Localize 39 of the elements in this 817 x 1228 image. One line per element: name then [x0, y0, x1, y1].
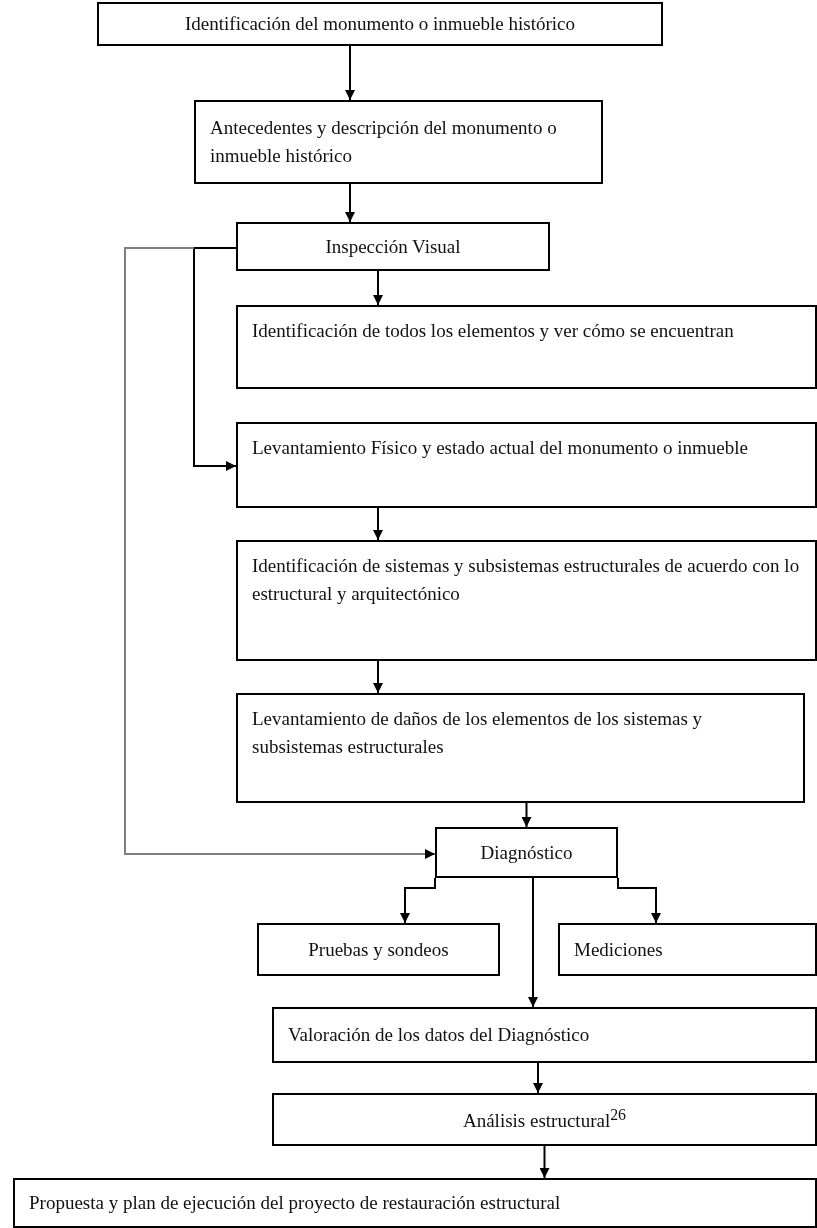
arrow — [193, 247, 237, 471]
step-text: Pruebas y sondeos — [308, 937, 449, 962]
step-text: Levantamiento Físico y estado actual del monumento o inmueble — [252, 437, 748, 458]
process-box — [97, 2, 663, 46]
process-box — [435, 827, 618, 878]
arrow — [373, 660, 383, 694]
process-box — [272, 1007, 817, 1063]
process-box — [558, 923, 817, 976]
process-box — [236, 422, 817, 508]
step-text: Inspección Visual — [325, 234, 461, 259]
step-text: Análisis estructural$^{26}$ — [462, 1105, 626, 1134]
arrow — [617, 877, 661, 924]
arrow — [528, 877, 538, 1008]
process-box — [236, 540, 817, 661]
arrow — [345, 45, 355, 101]
arrow — [539, 1145, 550, 1179]
process-box — [236, 693, 805, 803]
step-text: Diagnóstico — [480, 840, 573, 865]
step-text: Valoración de los datos del Diagnóstico — [288, 1023, 590, 1048]
arrow — [533, 1062, 543, 1094]
step-text: Mediciones — [574, 937, 663, 962]
step-text: Antecedentes y descripción del monumento o inmueble histórico — [210, 116, 558, 168]
step-text: Identificación de sistemas y subsistemas estructurales de acuerdo con lo estructural y arquitectónico — [252, 555, 800, 604]
arrow — [373, 507, 383, 541]
step-text: Levantamiento de daños de los elementos de los sistemas y subsistemas estructurales — [252, 708, 703, 757]
process-box — [272, 1093, 817, 1146]
process-box — [194, 100, 603, 184]
arrow — [373, 270, 383, 306]
step-text: Propuesta y plan de ejecución del proyecto de restauración estructural — [29, 1191, 561, 1216]
process-box — [257, 923, 500, 976]
process-box — [13, 1178, 817, 1228]
arrow — [345, 183, 355, 223]
process-box — [236, 305, 817, 389]
arrow — [521, 802, 532, 828]
step-text: Identificación de todos los elementos y ver cómo se encuentran — [252, 320, 734, 341]
arrow — [124, 247, 436, 859]
arrow — [400, 877, 436, 924]
process-box — [236, 222, 550, 271]
step-text: Identificación del monumento o inmueble histórico — [185, 12, 575, 37]
